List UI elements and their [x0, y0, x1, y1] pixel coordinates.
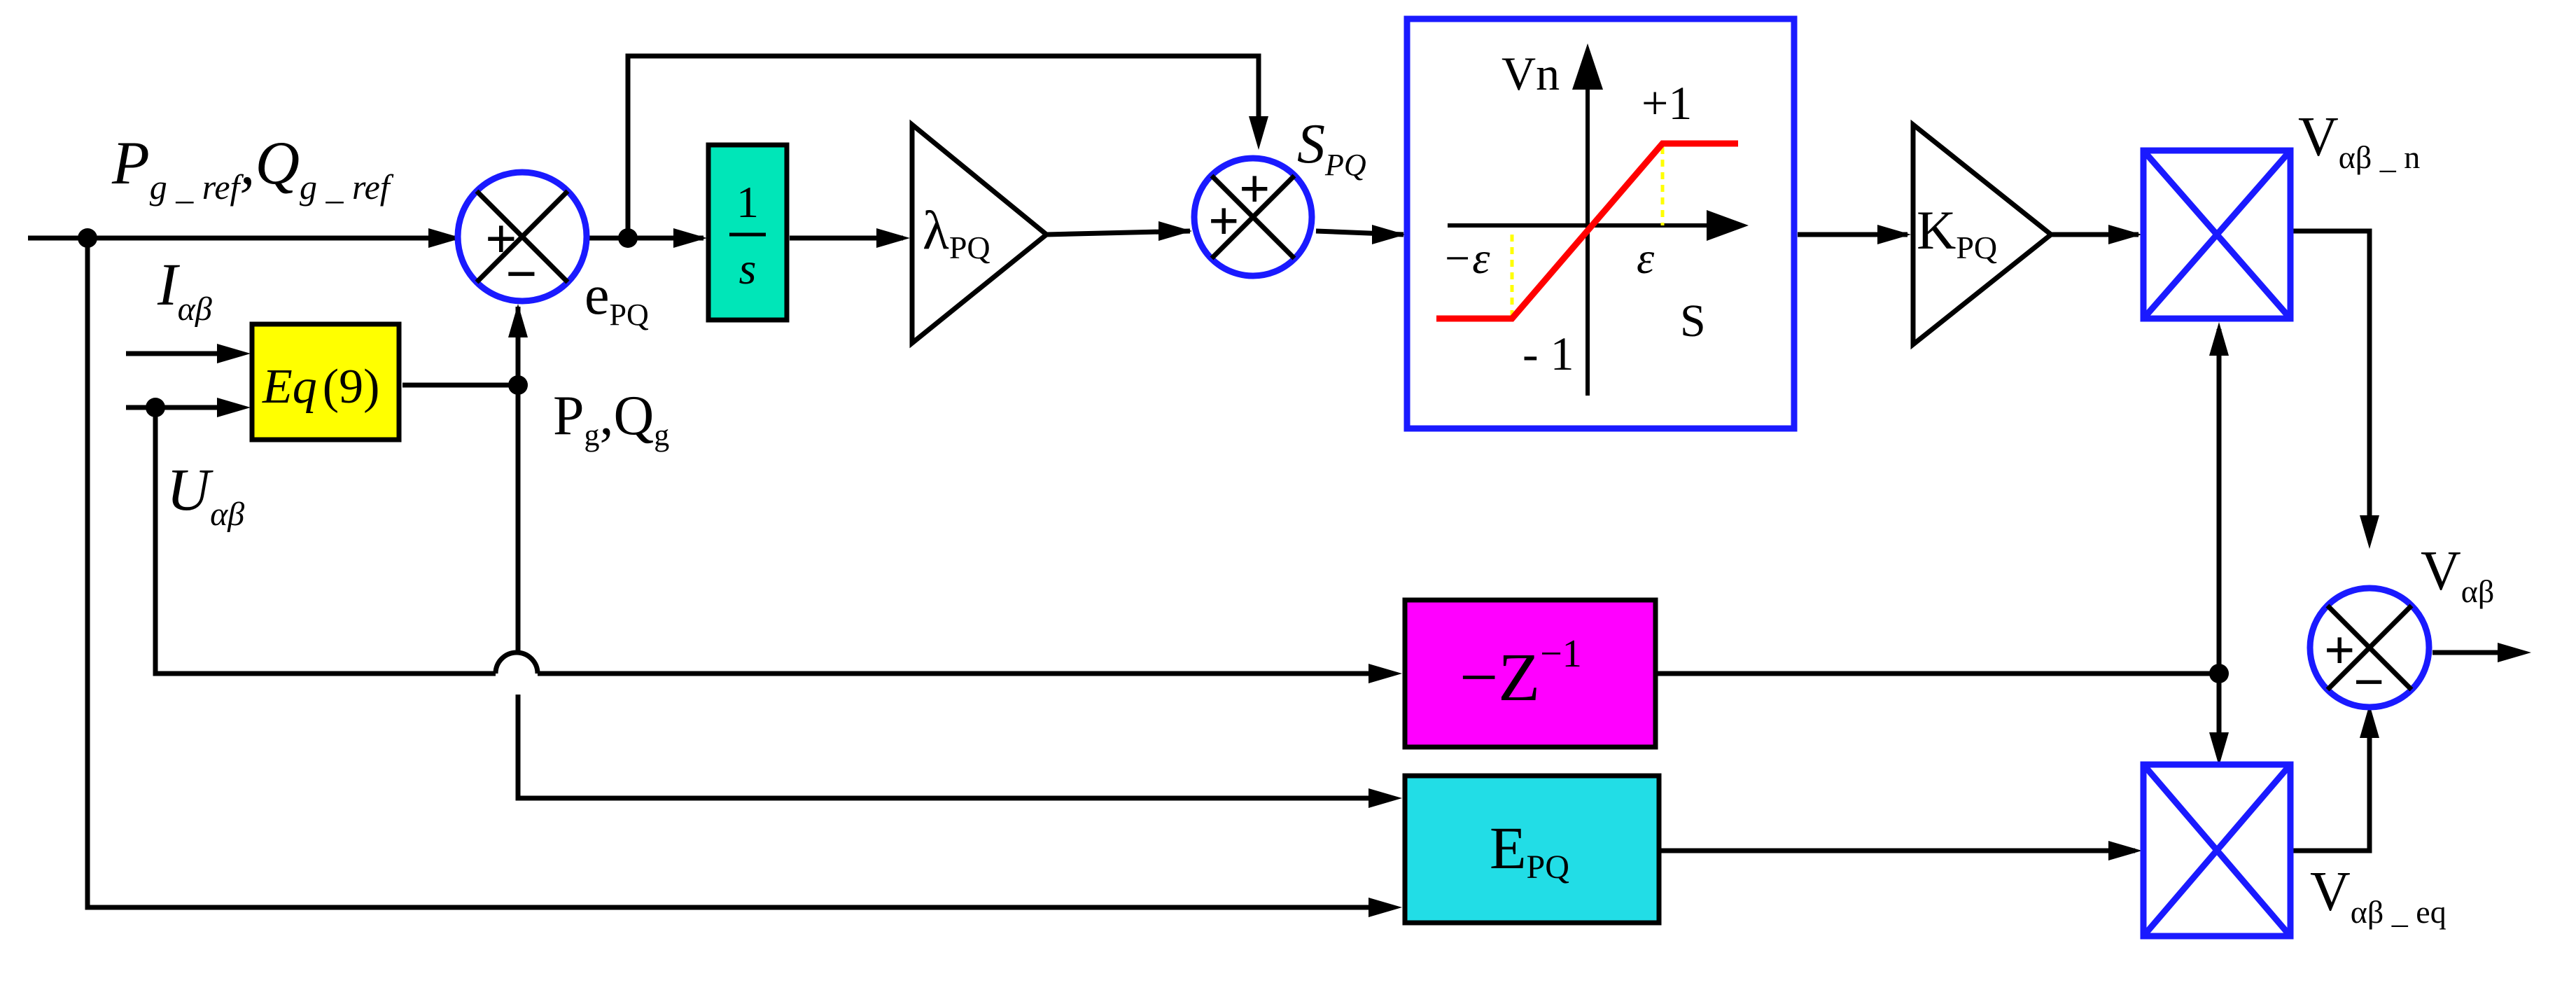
arrowhead-icon	[2209, 732, 2229, 766]
arrowhead-icon	[1249, 116, 1268, 150]
junction-dot-icon	[618, 228, 638, 248]
voltage-to-delay-wire-a	[153, 407, 496, 676]
delay-label: −Z	[1460, 640, 1540, 716]
k-symbol: K	[1917, 200, 1956, 260]
svg-text:KPQ: KPQ	[1917, 200, 1997, 265]
junction-dots	[78, 228, 2229, 683]
power-calc-block: Eq(9)	[249, 321, 402, 442]
arrowhead-icon	[2209, 322, 2229, 356]
arrowhead-icon	[2108, 225, 2142, 244]
gain-triangle-icon	[1910, 119, 2055, 350]
lambda-subscript: PQ	[949, 230, 990, 265]
eq-label: Eq	[262, 360, 317, 414]
vn-axis-label: Vn	[1502, 47, 1560, 100]
arrowhead-icon	[217, 398, 251, 417]
error-feedforward-wire	[625, 53, 1261, 238]
junction-dot-icon	[146, 398, 165, 417]
svg-text:λPQ: λPQ	[923, 200, 990, 265]
neg-eps-label: −ε	[1442, 233, 1490, 283]
arrowhead-icon	[1572, 43, 1603, 90]
wire-crossover-hop	[493, 650, 540, 674]
current-input-label: Iαβ	[157, 251, 212, 328]
sign-minus: −	[505, 244, 538, 305]
arrowhead-icon	[2108, 841, 2142, 860]
measured-power-label: Pg,Qg	[553, 385, 669, 452]
integrator-denominator: s	[739, 244, 757, 293]
arrowhead-icon	[1372, 225, 1406, 244]
vn-to-summer-wire	[2292, 228, 2372, 539]
pos-level-label: +1	[1642, 76, 1692, 130]
reference-feed-wire	[85, 238, 1372, 910]
sign-plus: +	[2324, 620, 2355, 681]
arrowhead-icon	[673, 228, 707, 248]
epq-symbol: E	[1490, 814, 1527, 881]
delay-superscript: −1	[1540, 632, 1582, 676]
arrowhead-icon	[2360, 515, 2379, 549]
veq-to-summer-wire	[2292, 714, 2372, 853]
saturation-curve-icon	[1436, 140, 1738, 322]
arrowhead-icon	[1368, 664, 1402, 683]
eq-arg: (9)	[323, 360, 380, 414]
junction-dot-icon	[78, 228, 97, 248]
arrowhead-icon	[1368, 788, 1402, 808]
arrowhead-icon	[1158, 221, 1192, 241]
s-axis-label: S	[1680, 295, 1706, 347]
summing-junction-1: + −	[454, 169, 590, 305]
summing-junction-2: + +	[1191, 155, 1315, 279]
arrowhead-icon	[428, 228, 462, 248]
lambda-symbol: λ	[923, 200, 949, 260]
arrowhead-icon	[876, 228, 910, 248]
measured-power-to-epq-wire	[515, 695, 1372, 801]
multiplier-block-1	[2140, 147, 2294, 322]
pos-eps-label: ε	[1637, 233, 1655, 283]
reference-label: Pg _ ref,Qg _ ref	[111, 130, 394, 207]
svg-text:EPQ: EPQ	[1490, 814, 1569, 886]
output-signal-label: Vαβ	[2421, 541, 2494, 609]
arrowhead-icon	[508, 304, 528, 337]
neg-level-label: - 1	[1522, 327, 1574, 380]
arrowhead-icon	[1707, 210, 1749, 241]
integrator-block: 1 s	[706, 142, 790, 323]
arrowhead-icon	[1877, 225, 1911, 244]
sliding-surface-label: SPQ	[1297, 113, 1366, 182]
equivalent-control-block: EPQ	[1402, 773, 1662, 926]
sign-plus: +	[1208, 190, 1239, 251]
svg-text:−Z−1: −Z−1	[1460, 632, 1582, 716]
error-label: ePQ	[584, 265, 649, 332]
signal-labels: Pg _ ref,Qg _ ref Iαβ Uαβ ePQ Pg,Qg SPQ …	[111, 106, 2494, 930]
gain-triangle-icon	[909, 119, 1051, 349]
sign-minus: −	[2353, 651, 2384, 712]
voltage-input-label: Uαβ	[167, 456, 244, 533]
multiplier-block-2	[2140, 761, 2294, 940]
lambda-gain-block: λPQ	[909, 119, 1051, 349]
svg-text:Eq(9): Eq(9)	[262, 360, 379, 414]
sign-plus: +	[1239, 158, 1270, 219]
signal-wires	[28, 53, 2531, 917]
sign-plus: +	[485, 209, 517, 270]
k-gain-block: KPQ	[1910, 119, 2055, 350]
k-subscript: PQ	[1956, 230, 1997, 265]
veq-signal-label: Vαβ _ eq	[2310, 861, 2446, 930]
saturation-block: Vn +1 −ε ε S - 1	[1404, 15, 1798, 432]
arrowhead-icon	[2498, 643, 2531, 662]
delay-block: −Z−1	[1402, 597, 1658, 750]
junction-dot-icon	[508, 375, 528, 395]
arrowhead-icon	[217, 344, 251, 363]
epq-subscript: PQ	[1527, 849, 1569, 886]
integrator-numerator: 1	[736, 177, 759, 227]
arrowhead-icon	[1368, 898, 1402, 917]
summing-junction-3: + −	[2306, 585, 2432, 712]
arrowhead-icon	[2360, 704, 2379, 738]
vn-signal-label: Vαβ _ n	[2298, 106, 2420, 175]
junction-dot-icon	[2209, 664, 2229, 683]
